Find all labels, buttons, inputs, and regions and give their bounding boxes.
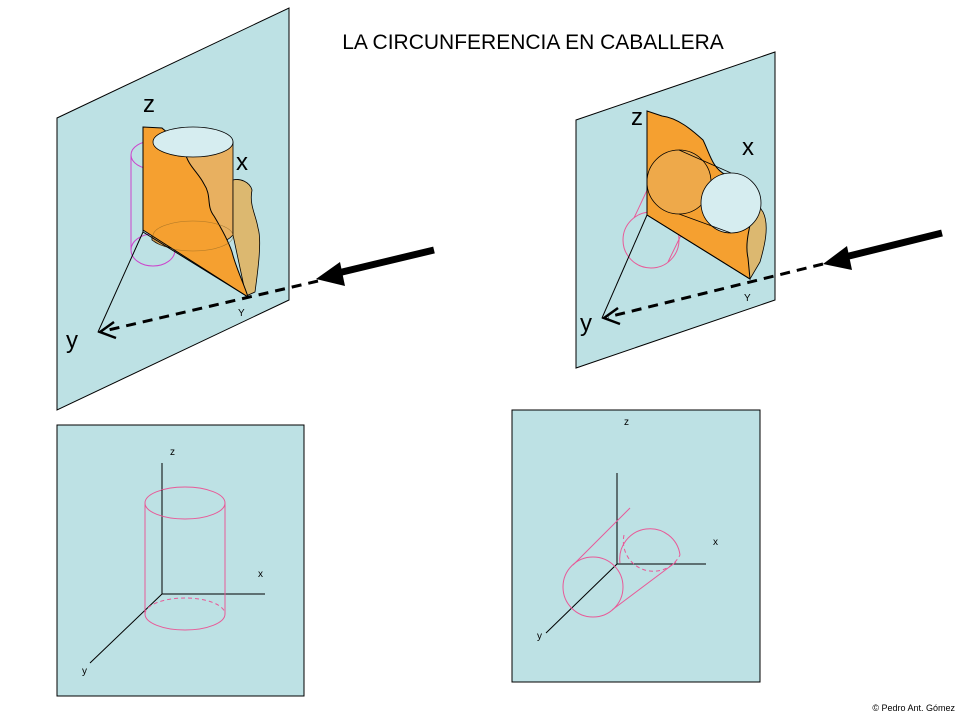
right-direction-arrow-shaft	[844, 229, 943, 261]
right-2d-panel	[511, 409, 761, 683]
right-dashed-sight-line	[607, 262, 824, 319]
right-y-axis	[601, 214, 648, 319]
right-2d-x-label: x	[713, 537, 718, 548]
left-z-label: z	[143, 91, 155, 118]
right-2d-y-axis	[545, 563, 618, 634]
left-2d-cylinder	[144, 486, 226, 631]
right-cylinder-edge-top	[678, 149, 732, 174]
left-y-small-label: Y	[238, 308, 245, 319]
left-2d-panel	[56, 424, 305, 697]
right-2d-view: z x y	[511, 409, 761, 683]
right-2d-cylinder	[562, 507, 681, 618]
left-2d-z-label: z	[170, 447, 175, 458]
left-y-label: y	[66, 327, 78, 354]
left-direction-arrow-head	[316, 262, 345, 286]
right-cylinder-edge-bottom	[678, 213, 732, 234]
right-z-label: z	[631, 104, 643, 131]
right-y-label: y	[580, 310, 592, 337]
left-2d-y-axis	[89, 593, 163, 664]
credit-text: © Pedro Ant. Gómez	[872, 703, 955, 713]
left-x-label: x	[236, 149, 248, 176]
left-dashed-sight-line	[103, 279, 319, 333]
left-2d-view: z x y	[56, 424, 305, 697]
left-3d-view: z x y Y	[56, 7, 435, 411]
right-2d-z-label: z	[624, 417, 629, 428]
page-title: LA CIRCUNFERENCIA EN CABALLERA	[342, 31, 724, 54]
left-2d-y-label: y	[82, 666, 87, 677]
left-cylinder-top	[152, 126, 234, 158]
right-y-small-label: Y	[744, 293, 751, 304]
right-x-label: x	[742, 134, 754, 161]
right-2d-y-label: y	[537, 631, 542, 642]
right-sight-arrowhead	[601, 306, 621, 326]
left-cylinder-bottom-hint	[152, 220, 234, 252]
left-direction-arrow-shaft	[337, 246, 435, 277]
left-sight-arrowhead	[97, 320, 117, 340]
left-y-axis	[97, 231, 144, 333]
right-cylinder-front-circle	[700, 172, 762, 234]
left-x-axis	[142, 231, 249, 298]
right-direction-arrow-head	[823, 246, 852, 270]
right-x-axis	[646, 214, 751, 280]
right-3d-view: z x y Y	[575, 51, 943, 369]
left-2d-x-label: x	[258, 569, 263, 580]
left-cut-edge-tan	[232, 179, 261, 297]
